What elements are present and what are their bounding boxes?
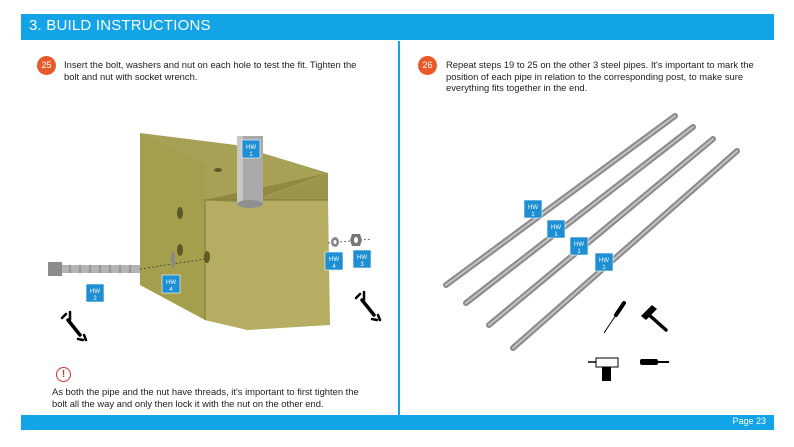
drill-icon	[588, 358, 618, 381]
hw-tag: HW 1	[524, 200, 542, 218]
hw-tag: HW 1	[547, 220, 565, 238]
chisel-icon	[640, 359, 669, 365]
hw-tag: HW 1	[595, 253, 613, 271]
hw-tag: HW 1	[570, 237, 588, 255]
hammer-icon	[641, 305, 666, 330]
svg-text:HW: HW	[599, 258, 609, 264]
svg-text:HW: HW	[528, 205, 538, 211]
warning-icon: !	[56, 367, 71, 382]
steel-pipes	[446, 116, 737, 348]
svg-text:HW: HW	[551, 225, 561, 231]
warning-text: As both the pipe and the nut have thread…	[52, 386, 372, 409]
page-number: Page 23	[732, 416, 766, 426]
svg-text:HW: HW	[574, 242, 584, 248]
footer-bar: Page 23	[21, 415, 774, 430]
awl-icon	[604, 303, 624, 333]
